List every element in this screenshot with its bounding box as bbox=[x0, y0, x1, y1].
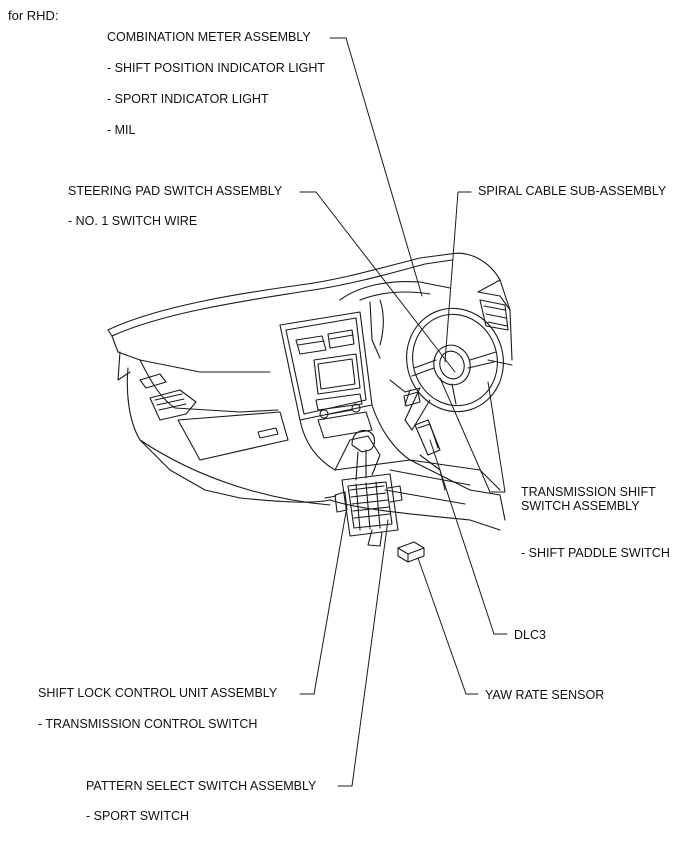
leader-lines bbox=[299, 37, 508, 787]
label-yaw-rate-sensor: YAW RATE SENSOR bbox=[485, 688, 605, 702]
yaw-rate-sensor-drawing bbox=[397, 541, 425, 563]
label-spiral-cable: SPIRAL CABLE SUB-ASSEMBLY bbox=[478, 184, 667, 198]
label-transmission-shift-1: TRANSMISSION SHIFT bbox=[521, 485, 656, 499]
region-header: for RHD: bbox=[8, 8, 59, 23]
label-shift-lock-control-unit: SHIFT LOCK CONTROL UNIT ASSEMBLY bbox=[38, 686, 278, 700]
center-console bbox=[329, 429, 501, 531]
label-sport-switch: - SPORT SWITCH bbox=[86, 809, 190, 823]
label-shift-position-light: - SHIFT POSITION INDICATOR LIGHT bbox=[107, 61, 326, 75]
shift-lock-control-unit-drawing bbox=[324, 473, 403, 547]
label-transmission-control-switch: - TRANSMISSION CONTROL SWITCH bbox=[38, 717, 258, 731]
label-combination-meter: COMBINATION METER ASSEMBLY bbox=[107, 30, 311, 44]
steering-area bbox=[339, 252, 513, 521]
label-no1-switch-wire: - NO. 1 SWITCH WIRE bbox=[68, 214, 198, 228]
label-sport-indicator-light: - SPORT INDICATOR LIGHT bbox=[107, 92, 269, 106]
center-stack bbox=[279, 311, 411, 471]
label-shift-paddle-switch: - SHIFT PADDLE SWITCH bbox=[521, 546, 670, 560]
label-transmission-shift-2: SWITCH ASSEMBLY bbox=[521, 499, 640, 513]
label-mil: - MIL bbox=[107, 123, 136, 137]
label-dlc3: DLC3 bbox=[514, 628, 546, 642]
dashboard-outline bbox=[107, 253, 453, 506]
label-pattern-select-switch: PATTERN SELECT SWITCH ASSEMBLY bbox=[86, 779, 317, 793]
label-steering-pad-switch: STEERING PAD SWITCH ASSEMBLY bbox=[68, 184, 283, 198]
